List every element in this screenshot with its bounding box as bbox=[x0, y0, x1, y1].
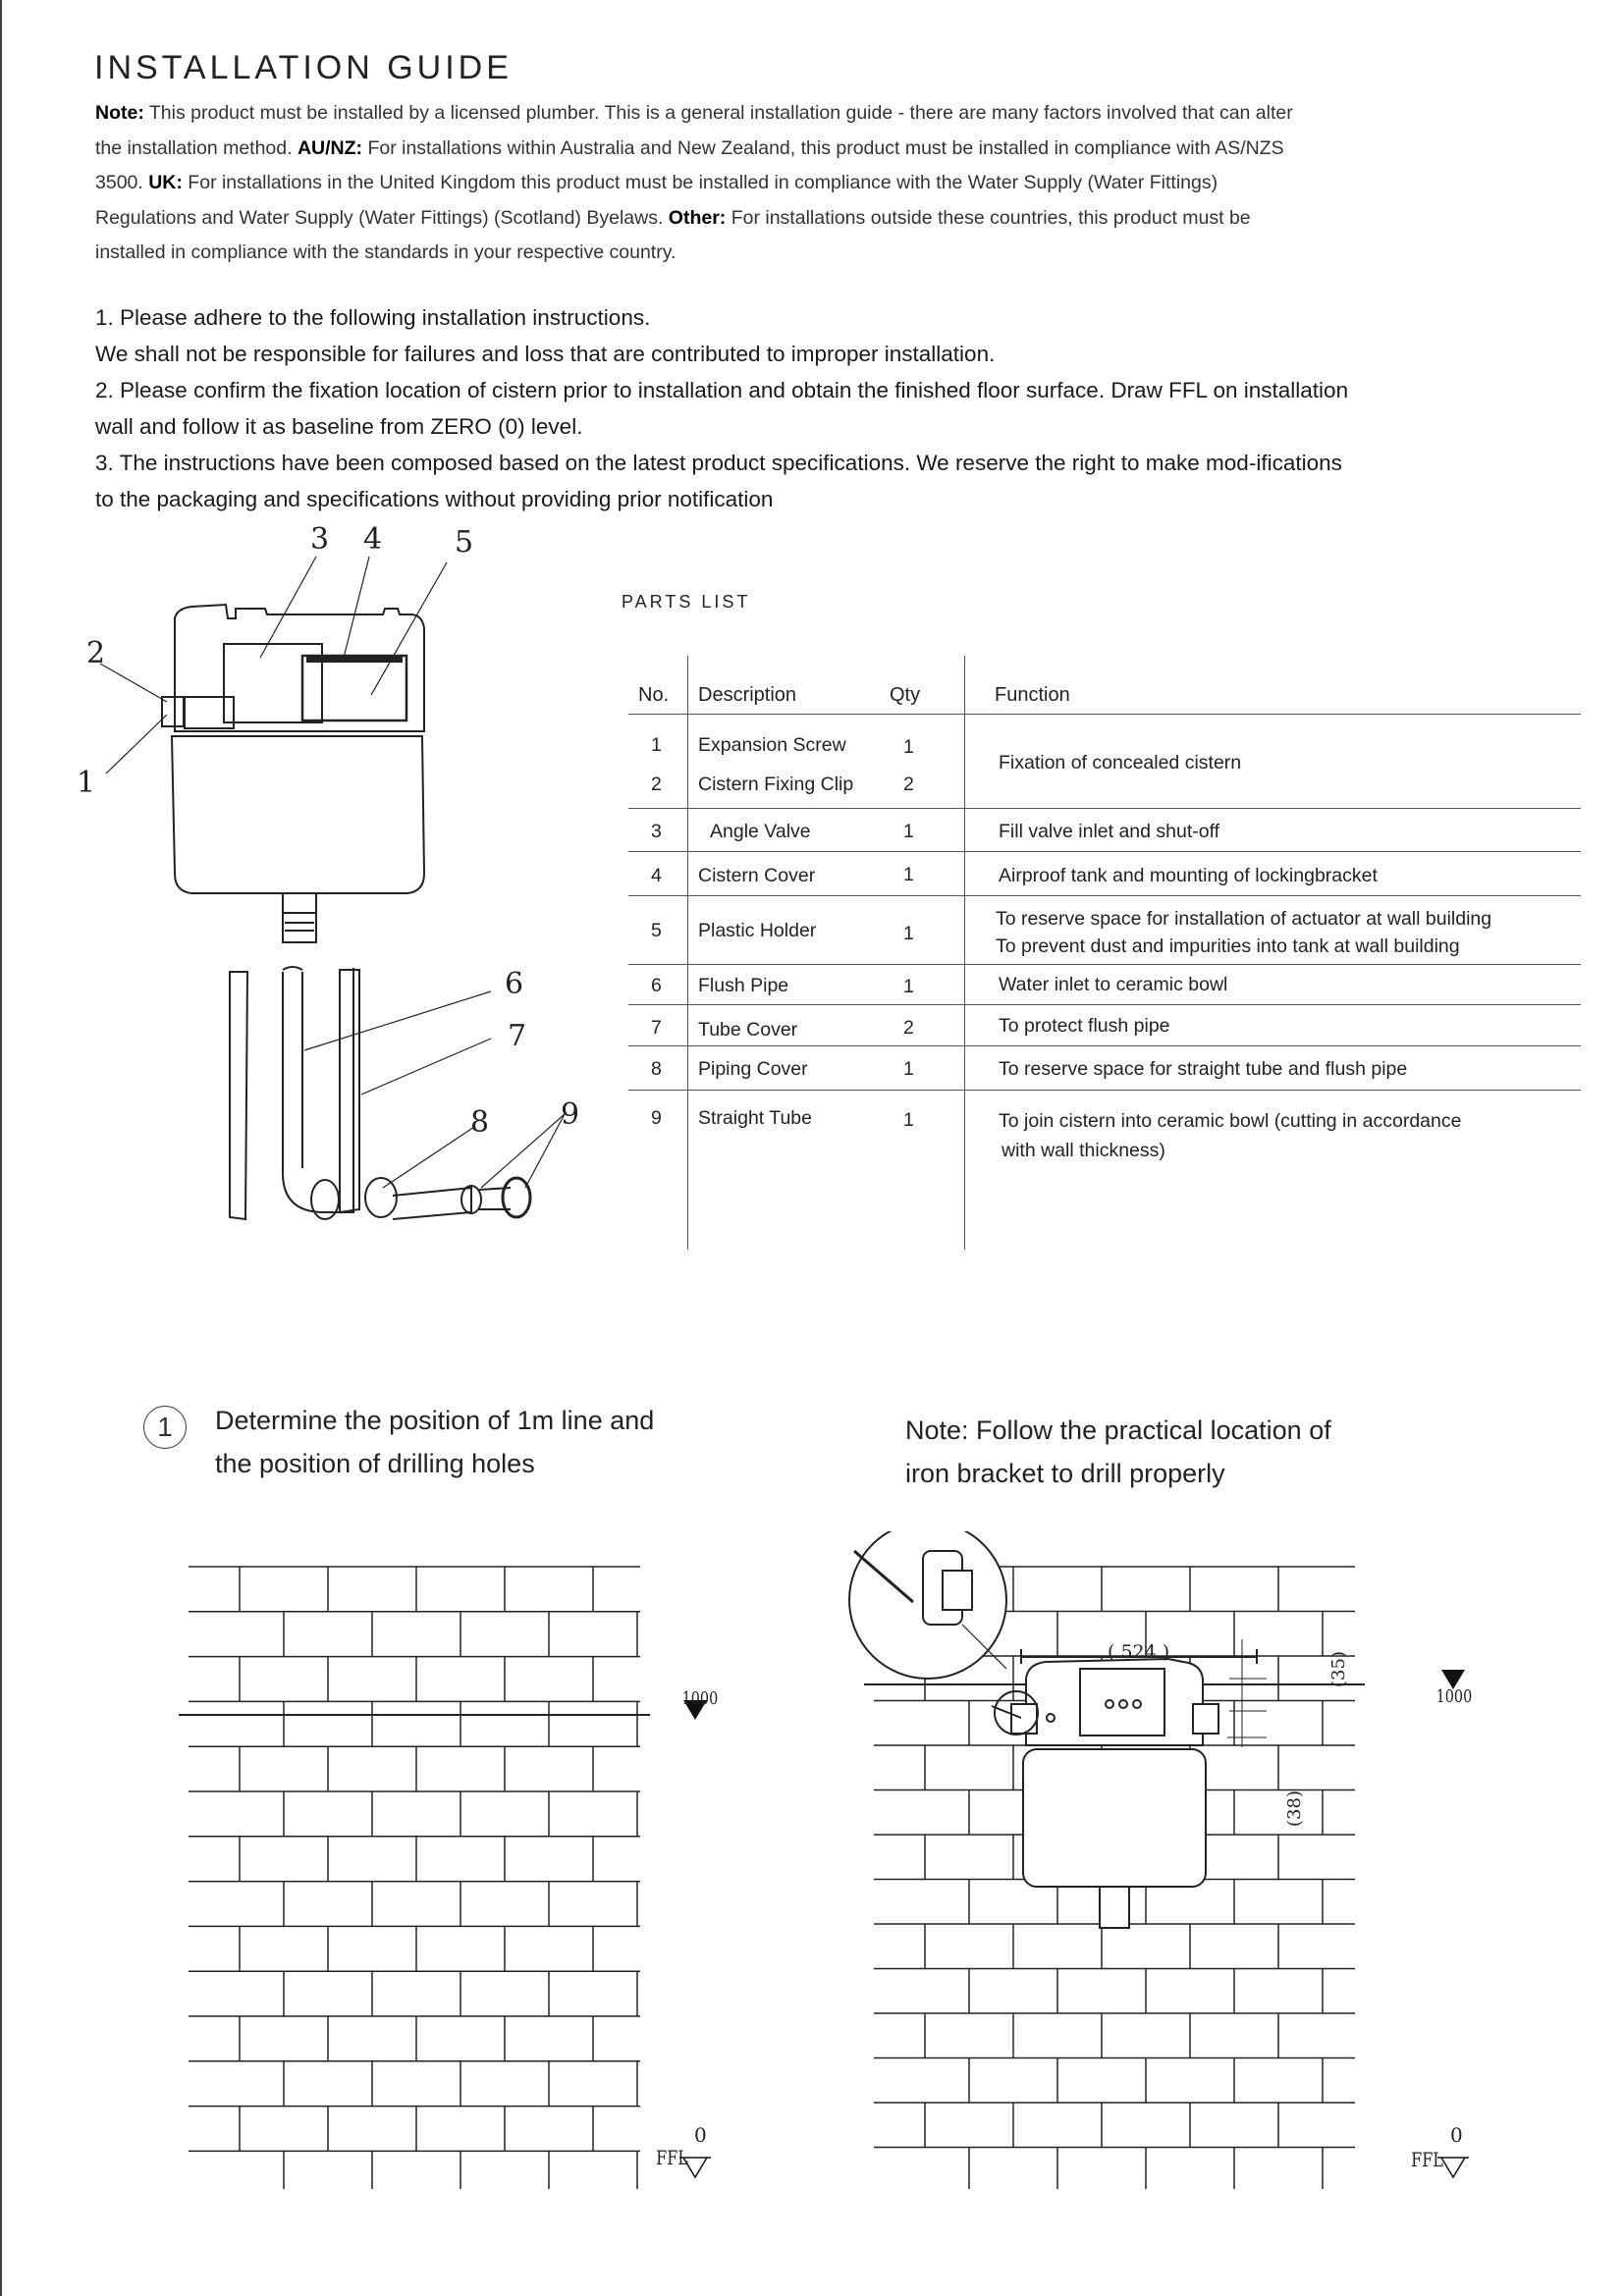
table-rule bbox=[628, 851, 1581, 852]
instruction-1b: We shall not be responsible for failures… bbox=[95, 342, 996, 366]
table-rule bbox=[628, 1004, 1581, 1005]
row-qty: 1 bbox=[903, 821, 914, 842]
table-divider bbox=[687, 656, 688, 1250]
callout-9: 9 bbox=[561, 1097, 580, 1132]
step1-line1: Determine the position of 1m line and bbox=[215, 1406, 655, 1435]
row-no: 4 bbox=[651, 865, 662, 886]
row-no: 8 bbox=[651, 1058, 662, 1080]
header-description: Description bbox=[698, 684, 797, 706]
row-desc: Straight Tube bbox=[698, 1107, 812, 1129]
row-desc: Piping Cover bbox=[698, 1058, 808, 1080]
note-text: This product must be installed by a lice… bbox=[95, 102, 1293, 159]
callout-7: 7 bbox=[508, 1019, 527, 1053]
row-no: 9 bbox=[651, 1107, 662, 1129]
brick-wall-right bbox=[848, 1531, 1469, 2189]
parts-list-title: PARTS LIST bbox=[622, 592, 751, 612]
instruction-2: 2. Please confirm the fixation location … bbox=[95, 378, 1349, 439]
step1-line2: the position of drilling holes bbox=[215, 1449, 535, 1478]
other-label: Other: bbox=[668, 206, 727, 229]
row-func: To protect flush pipe bbox=[999, 1015, 1170, 1037]
table-rule bbox=[628, 1045, 1581, 1046]
callout-8: 8 bbox=[470, 1105, 490, 1140]
row-qty: 1 bbox=[903, 864, 914, 885]
callout-2: 2 bbox=[86, 636, 106, 670]
level-1000-right: 1000 bbox=[1435, 1686, 1473, 1707]
row-desc: Tube Cover bbox=[698, 1019, 798, 1041]
row-func: Airproof tank and mounting of lockingbra… bbox=[999, 865, 1378, 886]
header-no: No. bbox=[638, 684, 670, 706]
step-number-badge: 1 bbox=[143, 1406, 187, 1449]
dim-38: (38) bbox=[1283, 1790, 1305, 1827]
row-qty: 1 bbox=[903, 976, 914, 997]
row-func: Fixation of concealed cistern bbox=[999, 752, 1242, 774]
row-qty: 1 bbox=[903, 1109, 914, 1131]
table-rule bbox=[628, 964, 1581, 965]
row-func: with wall thickness) bbox=[1001, 1140, 1165, 1161]
row-qty: 1 bbox=[903, 923, 914, 944]
row-no: 2 bbox=[651, 774, 662, 795]
instruction-1: 1. Please adhere to the following instal… bbox=[95, 305, 651, 330]
row-qty: 1 bbox=[903, 736, 914, 758]
callout-3: 3 bbox=[310, 522, 330, 557]
row-func: Water inlet to ceramic bowl bbox=[999, 974, 1228, 995]
instructions: 1. Please adhere to the following instal… bbox=[95, 299, 1352, 517]
row-qty: 1 bbox=[903, 1058, 914, 1080]
table-rule bbox=[628, 1090, 1581, 1091]
note2-line2: iron bracket to drill properly bbox=[905, 1459, 1225, 1488]
row-qty: 2 bbox=[903, 1017, 914, 1039]
row-desc: Expansion Screw bbox=[698, 734, 846, 756]
row-desc: Cistern Fixing Clip bbox=[698, 774, 854, 795]
row-func: To join cistern into ceramic bowl (cutti… bbox=[999, 1110, 1462, 1132]
row-desc: Angle Valve bbox=[710, 821, 811, 842]
instruction-3: 3. The instructions have been composed b… bbox=[95, 451, 1342, 511]
parts-exploded-diagram bbox=[99, 556, 566, 1221]
row-desc: Flush Pipe bbox=[698, 975, 789, 996]
row-func: To reserve space for straight tube and f… bbox=[999, 1058, 1408, 1080]
row-func: To prevent dust and impurities into tank… bbox=[996, 935, 1460, 957]
table-rule bbox=[628, 714, 1581, 715]
row-no: 5 bbox=[651, 920, 662, 941]
uk-text: For installations in the United Kingdom … bbox=[95, 172, 1218, 229]
zero-left: 0 bbox=[694, 2123, 707, 2147]
note2-line1: Note: Follow the practical location of bbox=[905, 1415, 1331, 1445]
other-text: For installations outside these countrie… bbox=[95, 206, 1251, 264]
table-divider bbox=[964, 656, 965, 1250]
row-desc: Cistern Cover bbox=[698, 865, 816, 886]
header-qty: Qty bbox=[890, 684, 921, 706]
page-border bbox=[0, 0, 2, 2296]
dim-524: ( 524 ) bbox=[1108, 1641, 1170, 1663]
zero-right: 0 bbox=[1450, 2123, 1463, 2147]
uk-label: UK: bbox=[148, 172, 183, 193]
dim-35: (35) bbox=[1327, 1651, 1349, 1687]
row-no: 7 bbox=[651, 1017, 662, 1039]
note-paragraph: Note: This product must be installed by … bbox=[95, 96, 1323, 271]
ffl-left: FFL bbox=[656, 2146, 688, 2169]
table-rule bbox=[628, 808, 1581, 809]
row-no: 3 bbox=[651, 821, 662, 842]
callout-1: 1 bbox=[77, 766, 96, 800]
level-1000-left: 1000 bbox=[681, 1688, 719, 1709]
row-no: 1 bbox=[651, 734, 662, 756]
row-func: Fill valve inlet and shut-off bbox=[999, 821, 1220, 842]
table-rule bbox=[628, 895, 1581, 896]
ffl-right: FFL bbox=[1411, 2148, 1443, 2171]
row-desc: Plastic Holder bbox=[698, 920, 817, 941]
row-no: 6 bbox=[651, 975, 662, 996]
aunz-text: For installations within Australia and N… bbox=[95, 136, 1284, 194]
callout-5: 5 bbox=[455, 525, 474, 560]
callout-6: 6 bbox=[505, 967, 524, 1001]
brick-wall-left bbox=[179, 1566, 711, 2189]
row-qty: 2 bbox=[903, 774, 914, 795]
callout-4: 4 bbox=[363, 522, 383, 557]
header-function: Function bbox=[995, 684, 1070, 706]
note-label: Note: bbox=[95, 102, 144, 124]
page-title: INSTALLATION GUIDE bbox=[94, 49, 513, 86]
row-func: To reserve space for installation of act… bbox=[996, 908, 1492, 930]
aunz-label: AU/NZ: bbox=[297, 136, 363, 159]
